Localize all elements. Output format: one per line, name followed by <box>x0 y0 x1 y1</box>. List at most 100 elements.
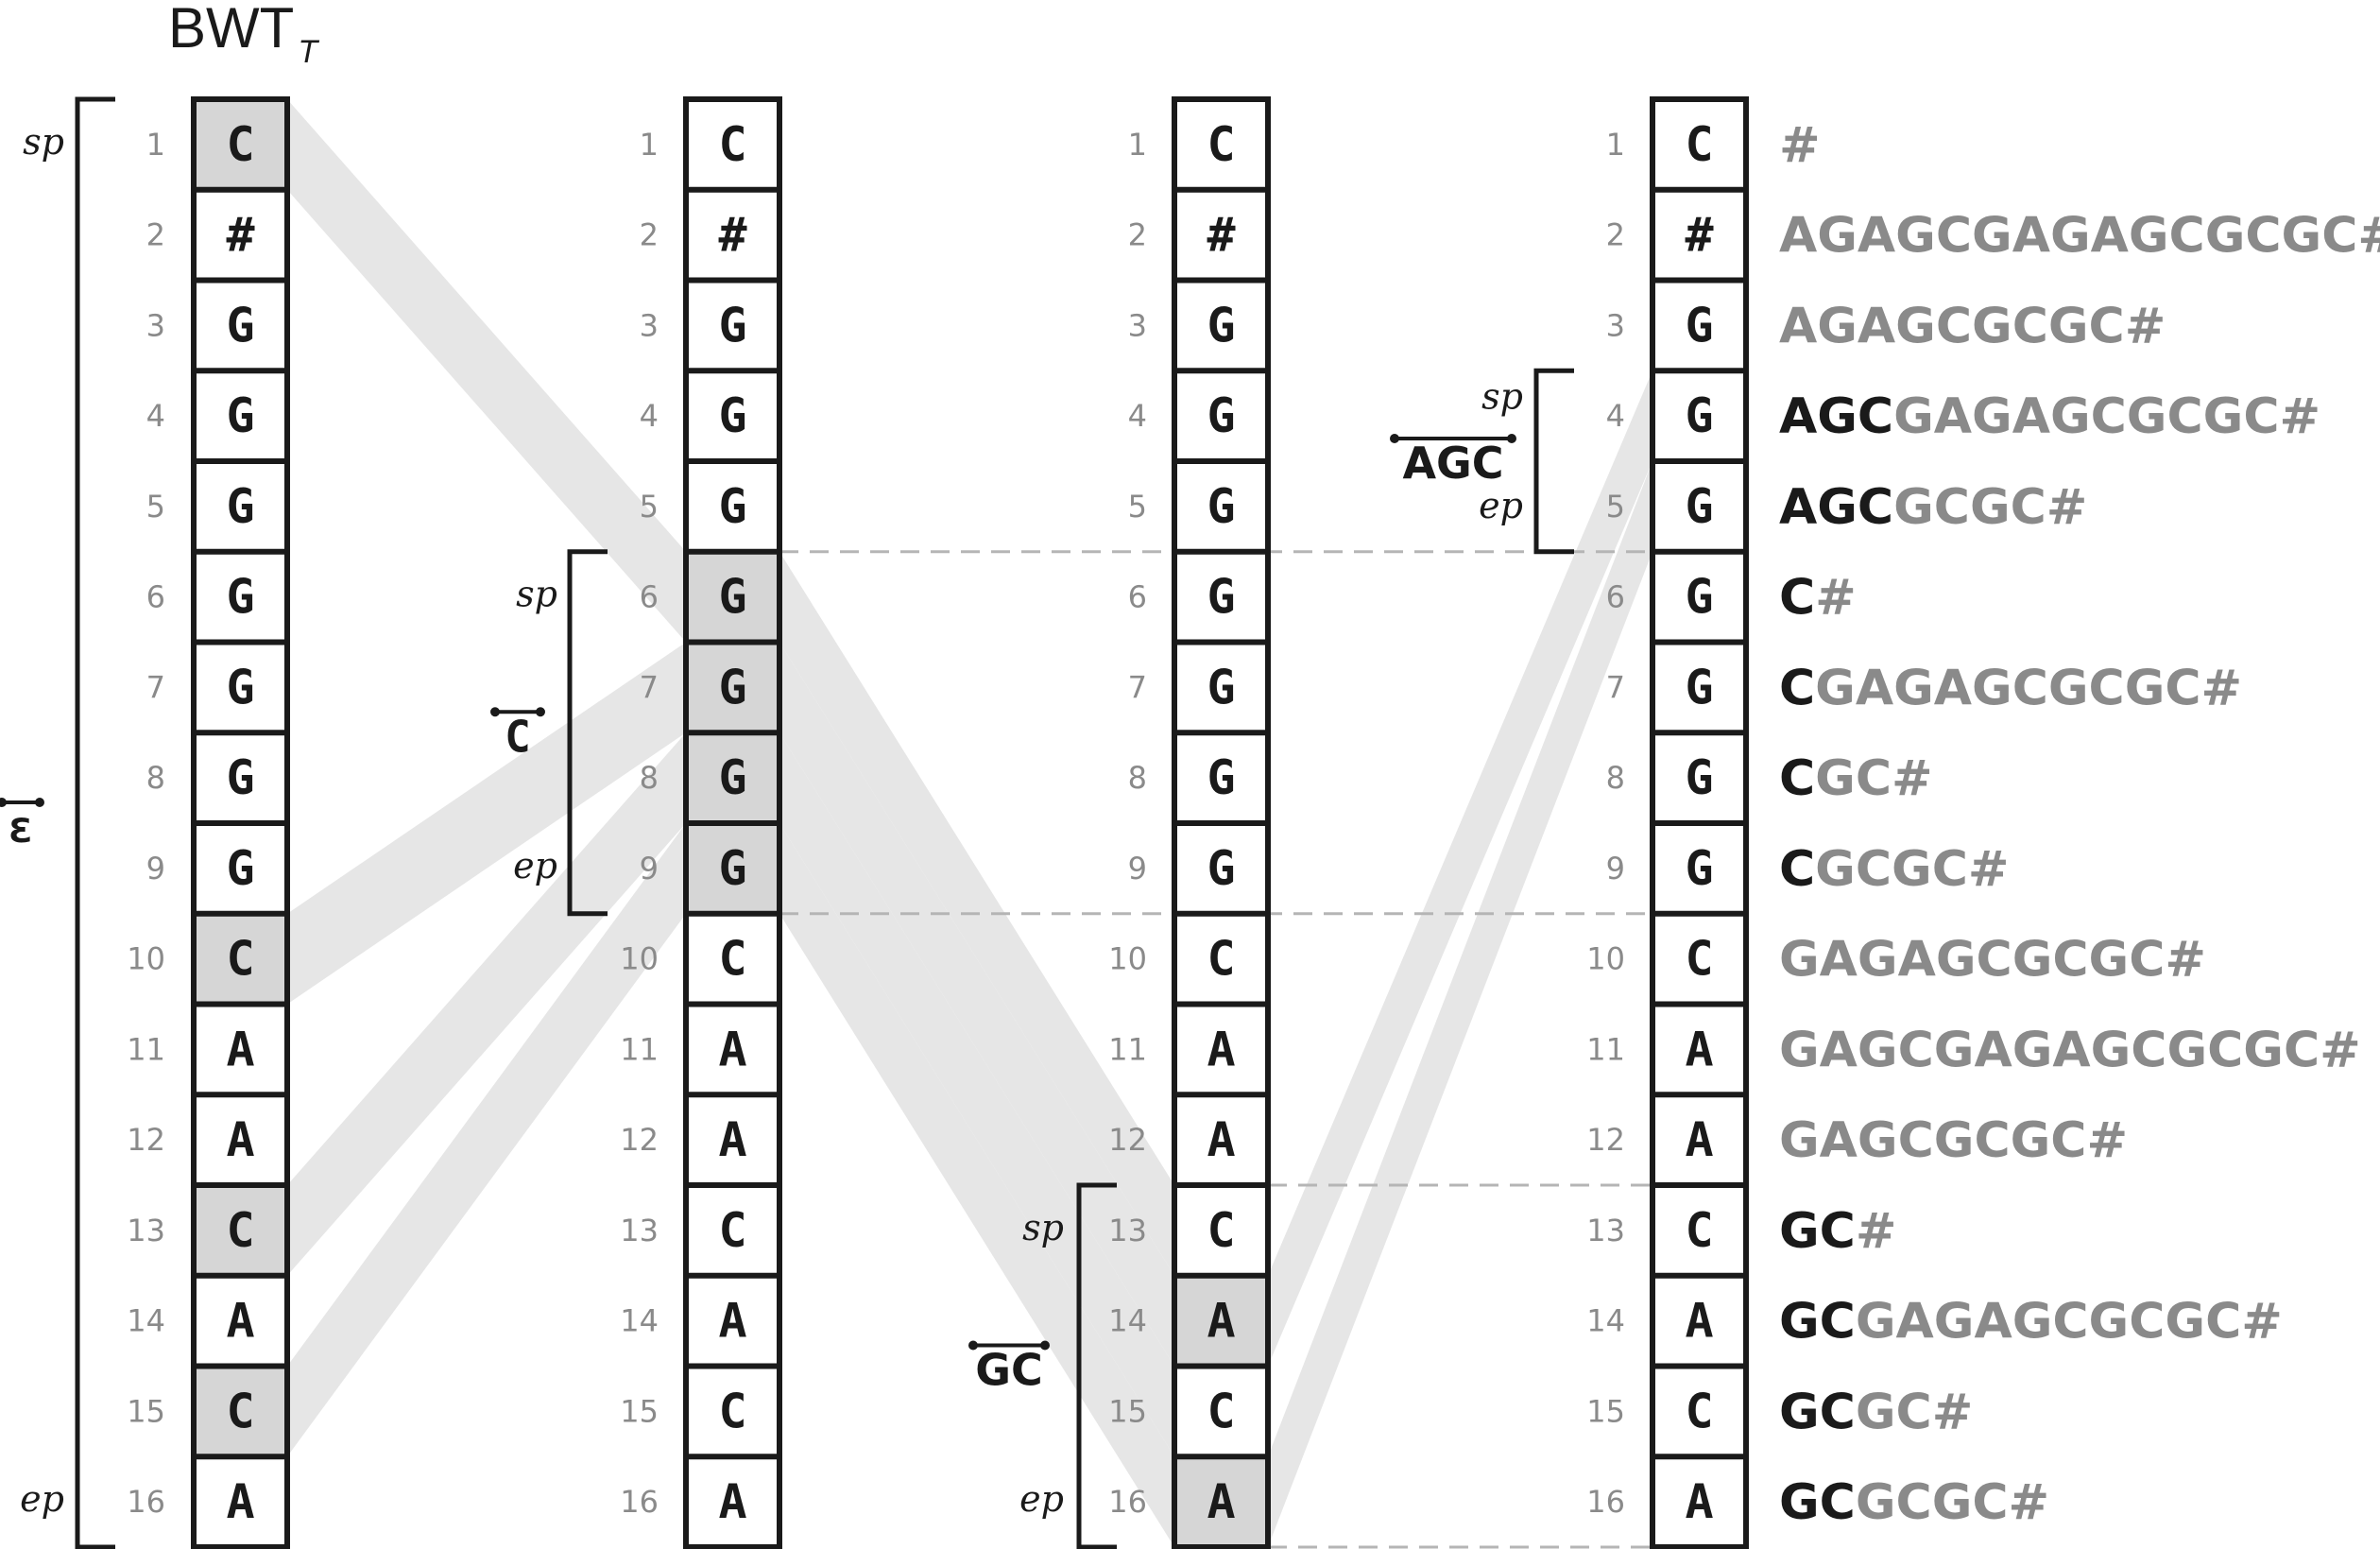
pattern-overline-end <box>968 1340 978 1351</box>
bwt-cell <box>686 189 779 281</box>
row-index: 7 <box>1606 669 1625 705</box>
row-index: 5 <box>1606 489 1625 525</box>
row-index: 15 <box>1108 1393 1147 1429</box>
suffix-rest: GAGAGCGCGC# <box>1856 1294 2283 1351</box>
row-index: 13 <box>1586 1213 1625 1248</box>
suffix-rest: GAGCGCGC# <box>1779 1112 2128 1169</box>
row-index: 4 <box>1606 398 1625 434</box>
suffix-match: C <box>1779 841 1815 898</box>
sp-label: sp <box>1481 375 1523 417</box>
bracket-line <box>1533 368 1574 555</box>
suffix-match: C <box>1779 750 1815 807</box>
bwt-cell <box>1174 99 1268 190</box>
bwt-cell <box>194 1094 287 1185</box>
suffix-text: C# <box>1779 570 1857 627</box>
bwt-cell <box>686 461 779 552</box>
row-index: 1 <box>1606 127 1625 163</box>
pattern-overline-end <box>1507 434 1516 443</box>
bwt-char: G <box>226 750 254 805</box>
bwt-cell <box>1652 1094 1746 1185</box>
row-index: 5 <box>1128 489 1147 525</box>
bwt-char: A <box>1685 1022 1713 1076</box>
suffix-rest: # <box>1815 570 1857 627</box>
suffix-rest: GCGC# <box>1815 841 2009 898</box>
bwt-char: A <box>718 1294 746 1349</box>
bwt-char: A <box>1685 1294 1713 1349</box>
bwt-char: G <box>1207 570 1235 625</box>
row-index: 2 <box>146 217 165 253</box>
bwt-cell <box>1174 1004 1268 1095</box>
sp-label: sp <box>1022 1207 1064 1248</box>
sp-label: sp <box>23 121 64 163</box>
bwt-char: A <box>226 1112 254 1167</box>
row-index: 15 <box>1586 1393 1625 1429</box>
bwt-cell <box>1174 1094 1268 1185</box>
row-index: 2 <box>1606 217 1625 253</box>
bwt-char: C <box>226 117 254 172</box>
bwt-char: G <box>1685 388 1713 443</box>
bwt-cell <box>194 551 287 643</box>
bwt-char: C <box>718 1203 746 1258</box>
bwt-char: G <box>1685 479 1713 534</box>
suffix-text: GAGAGCGCGC# <box>1779 932 2206 989</box>
row-index: 8 <box>146 760 165 796</box>
bwt-cell <box>194 189 287 281</box>
row-index: 3 <box>146 307 165 343</box>
bwt-char: G <box>718 750 746 805</box>
bwt-char: G <box>226 841 254 896</box>
bwt-cell-highlighted <box>194 1366 287 1457</box>
row-index: 8 <box>1128 760 1147 796</box>
suffix-match: GC <box>1779 1294 1856 1351</box>
bwt-cell <box>1174 370 1268 461</box>
bwt-cell <box>686 99 779 190</box>
bwt-char: # <box>1207 208 1235 263</box>
bwt-char: # <box>718 208 746 263</box>
row-index: 4 <box>146 398 165 434</box>
bwt-char: G <box>1207 841 1235 896</box>
row-index: 6 <box>146 579 165 615</box>
bwt-char: A <box>1207 1294 1235 1349</box>
row-index: 12 <box>1586 1122 1625 1158</box>
row-index: 9 <box>640 851 659 886</box>
bwt-cell-highlighted <box>1174 1275 1268 1367</box>
column-border <box>683 96 782 1549</box>
bwt-char: G <box>226 570 254 625</box>
pattern-label: ε <box>8 801 34 852</box>
row-index: 4 <box>1128 398 1147 434</box>
bwt-char: A <box>1207 1474 1235 1529</box>
row-index: 8 <box>1606 760 1625 796</box>
bwt-char: C <box>1685 1203 1713 1258</box>
lf-band <box>779 642 1174 1367</box>
suffix-text: # <box>1779 117 1821 174</box>
ep-label: ep <box>513 845 557 886</box>
suffix-text: GAGCGCGC# <box>1779 1112 2128 1169</box>
pattern-label: AGC <box>1402 438 1503 489</box>
pattern-overline-end <box>1390 434 1399 443</box>
bwt-cell <box>1652 1185 1746 1276</box>
bwt-cell-highlighted <box>194 1185 287 1276</box>
suffix-rest: GC# <box>1856 1384 1973 1440</box>
bwt-char: G <box>1685 841 1713 896</box>
lf-band <box>287 732 686 1276</box>
bracket-line <box>75 96 115 1549</box>
bwt-char: G <box>718 298 746 353</box>
suffix-text: GCGAGAGCGCGC# <box>1779 1294 2283 1351</box>
row-index: 16 <box>1108 1484 1147 1520</box>
bwt-char: G <box>226 479 254 534</box>
row-index: 12 <box>127 1122 165 1158</box>
suffix-text: CGC# <box>1779 750 1933 807</box>
pattern-overline-end <box>490 707 500 717</box>
row-index: 6 <box>1128 579 1147 615</box>
bwt-char: C <box>1207 1203 1235 1258</box>
row-index: 3 <box>640 307 659 343</box>
lf-band <box>287 642 686 1005</box>
bwt-char: C <box>1207 932 1235 987</box>
